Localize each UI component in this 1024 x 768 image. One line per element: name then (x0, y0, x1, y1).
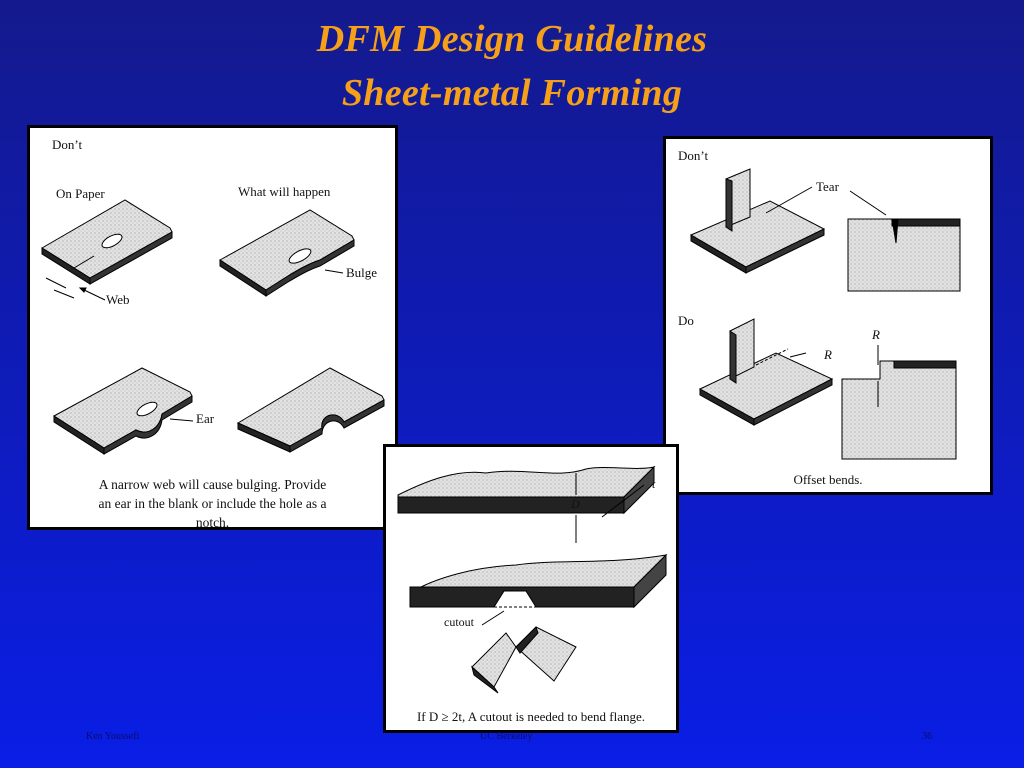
figure-narrow-web: Don’t On Paper What will happen Web Bulg… (27, 125, 398, 530)
label-do: Do (678, 313, 694, 328)
slab-cutout (409, 553, 668, 609)
web-arrows (45, 277, 106, 301)
footer-page-number: 36 (922, 731, 932, 742)
label-on-paper: On Paper (56, 186, 105, 201)
label-tear: Tear (816, 179, 839, 194)
slide-subtitle: Sheet-metal Forming (341, 72, 683, 114)
label-cutout: cutout (444, 615, 474, 629)
label-ear: Ear (196, 411, 215, 426)
label-r-top: R (872, 327, 880, 342)
footer-author: Ken Youssefi (86, 731, 140, 742)
cutout-leader (481, 610, 505, 626)
label-dont: Don’t (52, 137, 83, 152)
bent-flange (471, 626, 577, 694)
label-d: D (571, 497, 580, 511)
bend-do (698, 318, 834, 426)
left-caption-line-2: an ear in the blank or include the hole … (98, 496, 327, 511)
label-t: t (652, 477, 656, 491)
footer-org: UC Berkeley (480, 731, 533, 742)
dimension-arrows (575, 473, 645, 543)
offset-bends-illustration (689, 168, 961, 460)
offset-detail (841, 360, 957, 460)
label-r-side: R (824, 347, 832, 362)
tear-arrows (765, 186, 887, 216)
plate-ear (53, 367, 194, 455)
plate-notch (236, 367, 385, 453)
center-caption: If D ≥ 2t, A cutout is needed to bend fl… (416, 709, 646, 724)
label-bulge: Bulge (346, 265, 378, 280)
narrow-web-illustration (41, 199, 385, 455)
left-caption-line-1: A narrow web will cause bulging. Provide (98, 477, 327, 492)
plate-bulge (219, 209, 355, 297)
bend-dont (689, 168, 826, 274)
label-dont-right: Don’t (678, 148, 709, 163)
tear-detail (847, 218, 961, 292)
plate-on-paper (41, 199, 173, 285)
slide-title: DFM Design Guidelines (316, 18, 708, 60)
left-caption-line-3: notch. (195, 515, 230, 530)
flange-cutout-illustration (397, 465, 668, 694)
label-web: Web (106, 292, 130, 307)
r-arrows (789, 345, 879, 407)
left-caption: A narrow web will cause bulging. Provide… (50, 475, 375, 530)
right-caption: Offset bends. (793, 472, 863, 487)
figure-offset-bends: Don’t Tear Do R R Offset bends. (663, 136, 993, 495)
label-what-will-happen: What will happen (238, 184, 331, 199)
figure-flange-cutout: t D cutout If D ≥ 2t, A cutout is needed… (383, 444, 679, 733)
slab-top (397, 465, 656, 515)
